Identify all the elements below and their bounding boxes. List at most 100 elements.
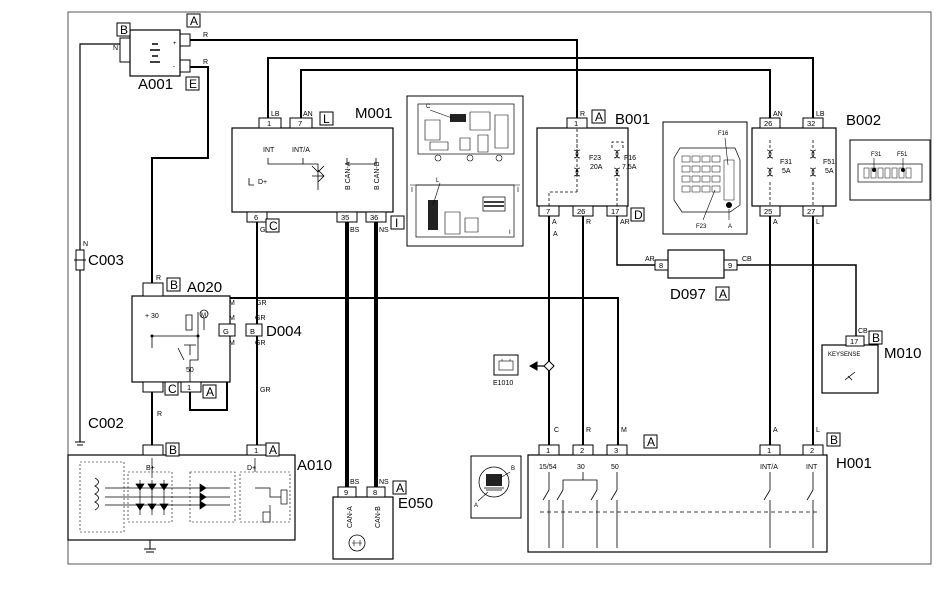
- a010-b-plus: B+: [146, 465, 155, 472]
- tag-a001-a: A: [190, 14, 198, 28]
- inset-h001-a: A: [474, 503, 478, 509]
- battery-minus: -: [173, 64, 175, 70]
- wire-label-a-mid: A: [553, 231, 558, 238]
- pin-b002-26: 26: [764, 119, 772, 128]
- wire-label-an: AN: [303, 111, 313, 118]
- h001-50: 50: [611, 464, 619, 471]
- wire-label-bs: BS: [350, 227, 360, 234]
- wire-label-m-d004: M: [229, 315, 235, 322]
- inset-b001: F16 F23 A: [662, 121, 748, 235]
- fusebox-b001: 1 7 26 17 R A R AR F23 20A F16 7.5A B001: [536, 111, 650, 226]
- a020-plus30: + 30: [145, 313, 159, 320]
- alternator-a010: 1 B+ D+ A010: [67, 444, 332, 541]
- tag-a020-a: A: [206, 385, 214, 399]
- wire-label-r-a020: R: [156, 275, 161, 282]
- tag-d097-a: A: [719, 287, 727, 301]
- wire-label-n-2: N: [83, 241, 88, 248]
- wire-label-r-b001: R: [580, 111, 585, 118]
- label-a010: A010: [297, 457, 332, 474]
- wire-label-m-top: M: [229, 300, 235, 307]
- inset-b002-f51: F51: [897, 152, 908, 158]
- pin-b001-7: 7: [546, 207, 550, 216]
- module-m001: 1 7 6 35 36 LB AN GR BS NS INT INT/A D+ …: [231, 105, 394, 234]
- tag-a020-b: B: [170, 278, 178, 292]
- pin-b002-27: 27: [807, 207, 815, 216]
- pin-a020-1: 1: [187, 383, 191, 392]
- wire-label-gr-low: GR: [260, 387, 271, 394]
- pin-b001-1: 1: [574, 119, 578, 128]
- inset-b002: F31 F51: [849, 139, 931, 201]
- wire-label-a-h001: A: [773, 427, 778, 434]
- pin-h001-b1: 1: [767, 446, 771, 455]
- wire-label-ar: AR: [620, 219, 630, 226]
- fuse-c003: C003 N: [74, 241, 124, 271]
- inset-b001-a: A: [728, 224, 732, 230]
- tag-h001-b: B: [830, 433, 838, 447]
- wire-label-m-h001: M: [621, 427, 627, 434]
- label-d004: D004: [266, 323, 302, 340]
- fuse-f51-label: F51: [823, 159, 835, 166]
- h001-30: 30: [577, 464, 585, 471]
- tag-a010-a: A: [269, 443, 277, 457]
- label-a020: A020: [187, 279, 222, 296]
- wire-label-cb-d097: CB: [742, 256, 752, 263]
- wire-label-a-b002: A: [773, 219, 778, 226]
- tag-m001-i: I: [395, 216, 398, 230]
- tag-e050-a: A: [396, 481, 404, 495]
- m010-keysense: KEYSENSE: [828, 352, 860, 358]
- pin-d097-8: 8: [659, 261, 663, 270]
- inset-m001-c: C: [426, 104, 431, 110]
- pin-d004-g: G: [223, 327, 229, 336]
- pin-a010-1: 1: [254, 446, 258, 455]
- m001-can-b: B CAN-B: [374, 161, 381, 190]
- m001-int: INT: [263, 147, 275, 154]
- label-c002: C002: [88, 415, 124, 432]
- wire-label-r-c002: R: [157, 411, 162, 418]
- label-e1010: E1010: [493, 380, 513, 387]
- pin-d004-b: B: [250, 327, 255, 336]
- pin-h001-b2: 2: [810, 446, 814, 455]
- pin-m010-17: 17: [850, 337, 858, 346]
- wire-label-bs-e050: BS: [350, 479, 360, 486]
- battery-plus: +: [173, 41, 177, 47]
- module-e050: 9 8 BS NS CAN-A CAN-B E050: [332, 479, 433, 560]
- pin-m001-35: 35: [341, 213, 349, 222]
- label-a001: A001: [138, 76, 173, 93]
- inset-h001: B A: [470, 455, 522, 519]
- pin-m001-6: 6: [254, 213, 258, 222]
- fusebox-b002: 26 32 25 27 AN LB A L F31 5A F51 5A B002: [751, 111, 881, 226]
- m001-d-plus: D+: [258, 179, 267, 186]
- wire-label-r-b001-2: R: [586, 219, 591, 226]
- pin-h001-3: 3: [614, 446, 618, 455]
- inset-b002-f31: F31: [871, 152, 882, 158]
- fuse-f51-amp: 5A: [825, 168, 834, 175]
- wire-label-gr-top: GR: [256, 300, 267, 307]
- h001-int: INT: [806, 464, 818, 471]
- inset-m001-l: L: [436, 178, 440, 184]
- fuse-f16-label: F16: [624, 155, 636, 162]
- wire-label-gr-d004: GR: [255, 315, 266, 322]
- fuse-f23-label: F23: [589, 155, 601, 162]
- pin-d097-9: 9: [728, 261, 732, 270]
- module-a020: 1 R + 30 50 M A020: [131, 275, 231, 393]
- inset-m001-i: I: [509, 230, 511, 236]
- fuse-f23-amp: 20A: [590, 164, 603, 171]
- label-d097: D097: [670, 286, 706, 303]
- label-b002: B002: [846, 112, 881, 129]
- pin-m001-36: 36: [370, 213, 378, 222]
- tag-h001-a: A: [647, 435, 655, 449]
- wire-label-lb-b002: LB: [816, 111, 825, 118]
- pin-b001-26: 26: [577, 207, 585, 216]
- label-m001: M001: [355, 105, 393, 122]
- h001-inta: INT/A: [760, 464, 778, 471]
- wire-label-ar-d097: AR: [645, 256, 655, 263]
- fuse-f31-label: F31: [780, 159, 792, 166]
- h001-1554: 15/54: [539, 464, 557, 471]
- pin-e050-9: 9: [344, 488, 348, 497]
- wire-label-ns-e050: NS: [379, 479, 389, 486]
- fuse-f16-amp: 7.5A: [622, 164, 637, 171]
- tag-a001-e: E: [189, 77, 197, 91]
- tag-m010-b: B: [872, 331, 880, 345]
- label-c003: C003: [88, 252, 124, 269]
